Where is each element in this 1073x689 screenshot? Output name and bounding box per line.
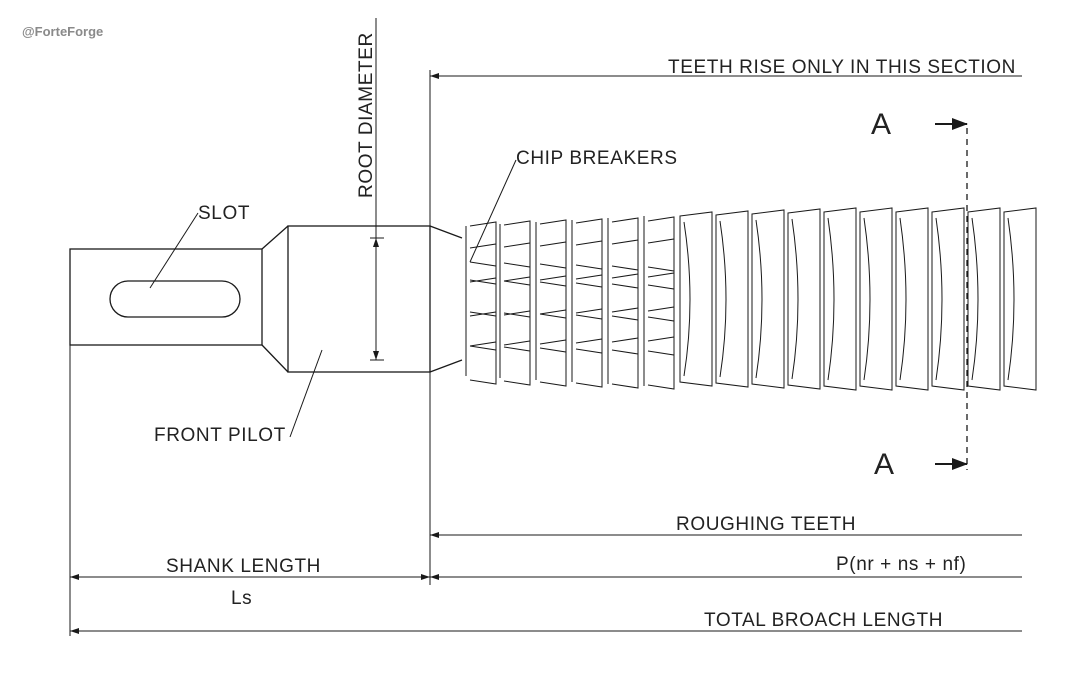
roughing-tooth (859, 207, 893, 391)
total-length-label: TOTAL BROACH LENGTH (704, 610, 943, 631)
roughing-tooth (895, 207, 929, 391)
tooth-gullet (935, 217, 943, 381)
section-label-bottom: A (874, 448, 894, 481)
chip-tooth-block (647, 272, 675, 322)
roughing-tooth (1003, 207, 1037, 391)
teeth-rise-label: TEETH RISE ONLY IN THIS SECTION (668, 57, 1016, 78)
chip-tooth-block (469, 243, 497, 285)
front-pilot (287, 225, 463, 373)
slot-shape (109, 280, 241, 318)
roughing-tooth (931, 207, 965, 391)
chip-tooth-block (647, 216, 675, 272)
roughing-tooth (787, 208, 821, 390)
tooth-gullet (1007, 217, 1015, 381)
chip-tooth-block (611, 307, 639, 355)
chip-tooth-block (503, 276, 531, 318)
roughing-tooth (679, 211, 713, 387)
chip-tooth-block (647, 306, 675, 356)
tooth-gullet (899, 217, 907, 381)
chip-tooth-block (539, 241, 567, 287)
shank (69, 225, 289, 373)
roughing-tooth (715, 210, 749, 388)
chip-breaker-leader (469, 159, 517, 263)
chip-tooth-block (611, 217, 639, 271)
chip-tooth-block (503, 340, 531, 386)
watermark-text: @ForteForge (22, 24, 103, 39)
chip-tooth-block (539, 339, 567, 387)
root-diameter-label: ROOT DIAMETER (356, 32, 377, 198)
roughing-tooth (751, 209, 785, 389)
roughing-teeth-profile (679, 207, 1037, 391)
ls-label: Ls (231, 588, 252, 609)
front-pilot-leader (289, 349, 323, 438)
tooth-gullet (791, 218, 799, 380)
chip-tooth-block (539, 275, 567, 319)
chip-tooth-block (503, 310, 531, 352)
slot-leader (149, 212, 199, 289)
tooth-gullet (863, 217, 871, 381)
roughing-tooth (967, 207, 1001, 391)
roughing-tooth (823, 207, 857, 391)
tooth-gullet (683, 221, 691, 377)
chip-tooth-block (469, 221, 497, 267)
section-label-top: A (871, 108, 891, 141)
front-pilot-label: FRONT PILOT (154, 425, 286, 446)
chip-breakers-label: CHIP BREAKERS (516, 148, 678, 169)
tooth-gullet (971, 217, 979, 381)
chip-breaker-teeth (465, 216, 675, 390)
chip-tooth-block (647, 336, 675, 390)
chip-tooth-block (575, 240, 603, 288)
chip-tooth-block (611, 239, 639, 289)
chip-tooth-block (611, 273, 639, 321)
chip-tooth-block (469, 341, 497, 385)
chip-tooth-block (503, 242, 531, 286)
tooth-gullet (827, 217, 835, 381)
roughing-teeth-label: ROUGHING TEETH (676, 514, 856, 535)
chip-tooth-block (647, 238, 675, 290)
chip-tooth-block (539, 309, 567, 353)
chip-tooth-block (469, 311, 497, 351)
chip-tooth-block (575, 274, 603, 320)
chip-tooth-block (575, 338, 603, 388)
chip-tooth-block (611, 337, 639, 389)
shank-length-label: SHANK LENGTH (166, 556, 321, 577)
slot-label: SLOT (198, 203, 250, 224)
tooth-gullet (755, 219, 763, 379)
pitch-formula-label: P(nr + ns + nf) (836, 554, 966, 575)
chip-tooth-block (575, 308, 603, 354)
tooth-gullet (719, 220, 727, 378)
